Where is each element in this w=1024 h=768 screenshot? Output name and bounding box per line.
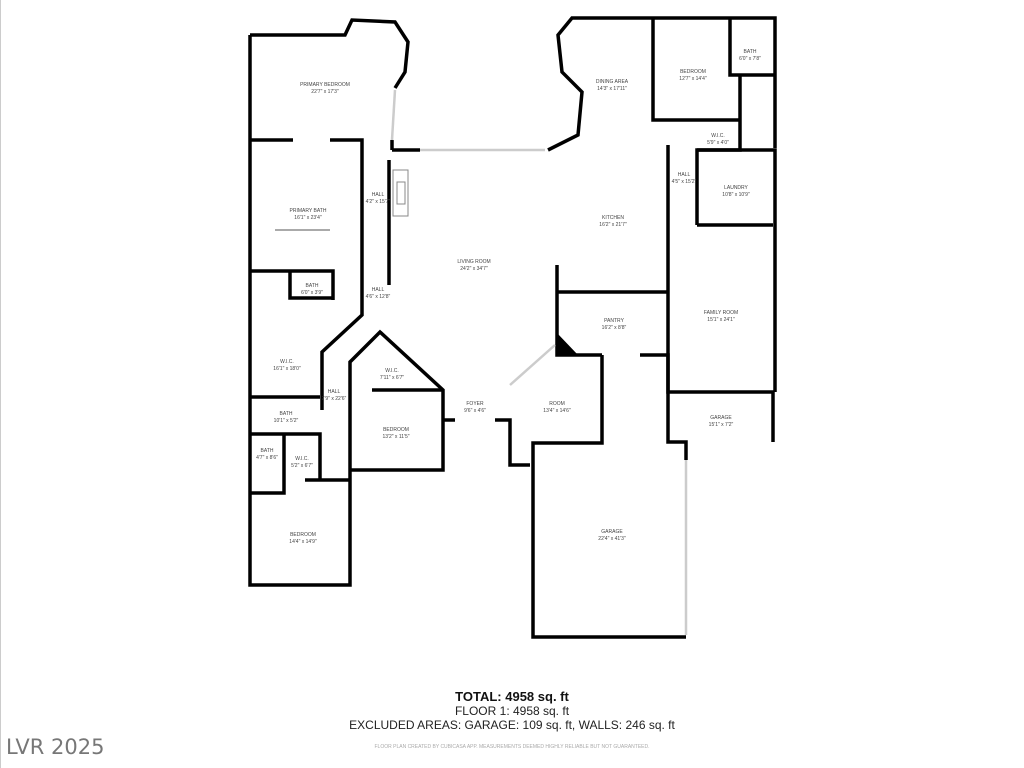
wall — [666, 392, 688, 460]
disclaimer: FLOOR PLAN CREATED BY CUBICASA APP. MEAS… — [374, 744, 650, 750]
floor-area: FLOOR 1: 4958 sq. ft — [454, 704, 570, 718]
wall — [250, 18, 410, 89]
total-area: TOTAL: 4958 sq. ft — [455, 689, 569, 704]
walls — [248, 16, 777, 639]
wall — [640, 353, 775, 442]
wall — [250, 434, 286, 495]
room-label-wic: W.I.C.7'11" x 6'7" — [379, 368, 405, 381]
wall — [495, 418, 530, 467]
window — [390, 89, 397, 141]
wall — [728, 18, 775, 77]
windows — [390, 89, 688, 635]
fireplace — [392, 169, 409, 217]
wall — [330, 138, 364, 300]
room-label-wic: W.I.C.5'2" x 6'7" — [291, 456, 313, 469]
wall — [288, 271, 333, 300]
wall — [250, 269, 335, 300]
wall — [320, 300, 364, 410]
excluded-areas: EXCLUDED AREAS: GARAGE: 109 sq. ft, WALL… — [349, 718, 675, 732]
wall — [697, 148, 777, 392]
watermark: LVR 2025 — [6, 735, 105, 759]
pantry-corner-block — [557, 333, 578, 355]
image-border — [0, 0, 1, 768]
room-label-wic: W.I.C.5'9" x 4'0" — [707, 133, 729, 146]
wall — [248, 35, 445, 587]
wall — [547, 16, 777, 152]
window — [509, 344, 556, 386]
wall — [250, 432, 322, 480]
wall — [651, 18, 740, 122]
room-label-wic: W.I.C.16'1" x 18'0" — [273, 359, 301, 372]
wall — [531, 355, 686, 639]
